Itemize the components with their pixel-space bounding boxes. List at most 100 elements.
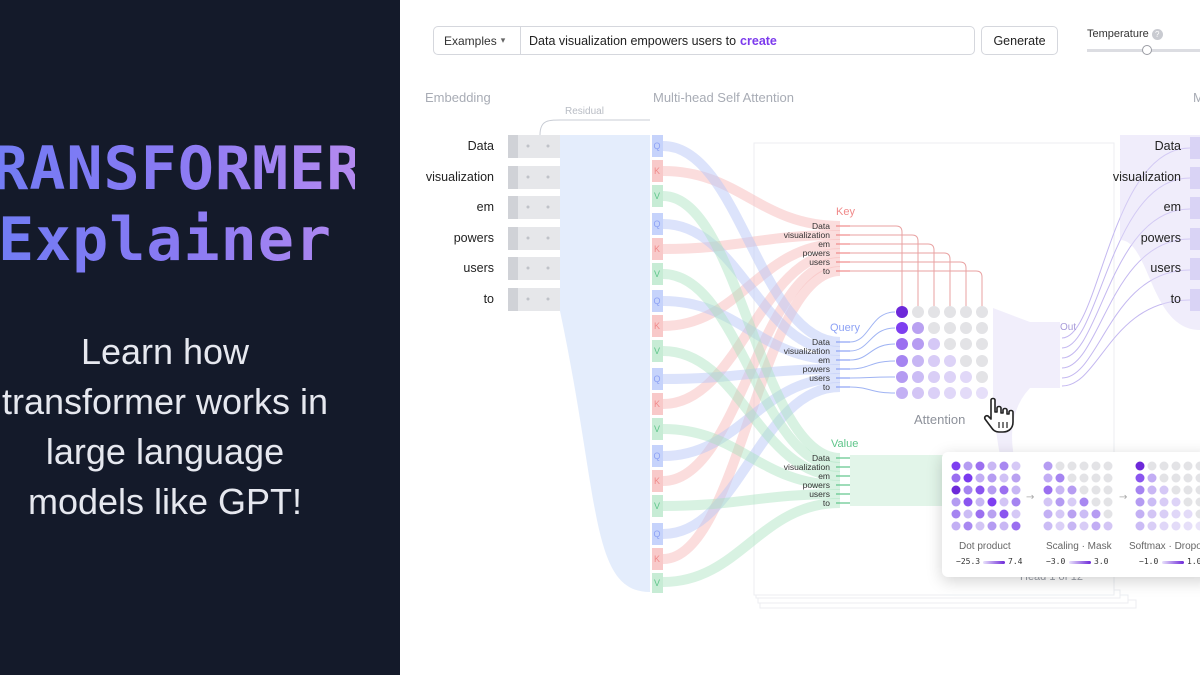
prompt-text: Data visualization empowers users to [529,33,737,48]
examples-label: Examples [444,33,497,48]
softmax-range-bar [1162,561,1184,564]
prompt-input[interactable]: Data visualization empowers users to cre… [520,26,975,55]
attention-detail-popup: → → Dot product Scaling · Mask Softmax ·… [942,452,1200,577]
token-label[interactable]: users [463,261,494,275]
svg-text:V: V [654,424,660,434]
scaling-mask-label: Scaling · Mask [1046,541,1112,552]
token-label[interactable]: visualization [425,170,494,184]
temperature-slider-thumb[interactable] [1142,45,1152,55]
scaling-mask-max: 3.0 [1094,557,1109,566]
key-token: visualization [783,230,830,240]
tagline: Learn how transformer works in large lan… [0,327,360,527]
attention-matrix[interactable] [896,306,988,399]
softmax-dropout-label: Softmax · Dropout [1129,541,1200,552]
scaling-mask-min: −3.0 [1046,557,1066,566]
token-label[interactable]: Data [467,139,494,153]
tagline-line-2: transformer works in [1,381,329,422]
svg-text:V: V [654,578,660,588]
arrow-right-icon: → [1119,492,1128,503]
hand-pointer-icon [983,397,1014,433]
output-token-label[interactable]: Data [1154,139,1181,153]
help-icon[interactable]: ? [1151,29,1163,40]
svg-text:V: V [654,501,660,511]
key-token: users [809,257,830,267]
scaling-mask-range-bar [1069,561,1091,564]
softmax-matrix [1135,461,1200,531]
key-token: Data [812,221,830,231]
value-token: to [822,498,830,508]
svg-text:V: V [654,191,660,201]
dot-product-range-bar [983,561,1005,564]
query-token: em [818,355,830,365]
svg-text:Q: Q [653,529,660,539]
tagline-line-1: Learn how [80,331,250,372]
right-token-vectors [1190,137,1200,311]
svg-text:K: K [654,244,660,254]
temperature-label-text: Temperature [1087,28,1149,40]
attention-label: Attention [914,412,966,427]
query-token: visualization [783,346,830,356]
svg-text:K: K [654,476,660,486]
value-token: visualization [783,462,830,472]
temperature-label: Temperature? [1087,28,1163,40]
value-token: users [809,489,830,499]
dot-product-min: −25.3 [956,557,981,566]
dot-product-max: 7.4 [1008,557,1023,566]
residual-label: Residual [565,106,604,117]
examples-dropdown[interactable]: Examples ▾ [433,26,521,55]
chevron-down-icon: ▾ [500,35,506,45]
out-label: Out [1060,322,1077,333]
tagline-line-4: models like GPT! [27,481,303,522]
output-token-label[interactable]: users [1150,261,1181,275]
key-token: em [818,239,830,249]
output-token-label[interactable]: powers [1140,231,1181,245]
svg-text:Q: Q [653,296,660,306]
hero-panel: TRANSFORMER Explainer Learn how transfor… [0,0,400,675]
query-token: Data [812,337,830,347]
query-token: users [809,373,830,383]
svg-text:K: K [654,321,660,331]
generate-button[interactable]: Generate [981,26,1058,55]
token-label[interactable]: em [476,200,494,214]
embedding-section-header: Embedding [425,90,491,105]
value-label: Value [831,438,859,450]
query-label: Query [830,322,860,334]
query-token: powers [802,364,830,374]
app-title-line-2: Explainer [0,205,365,275]
app-title-line-1: TRANSFORMER [0,134,362,204]
svg-text:Q: Q [653,374,660,384]
svg-text:Q: Q [653,141,660,151]
value-token: Data [812,453,830,463]
output-token-label[interactable]: to [1170,292,1181,306]
softmax-min: −1.0 [1139,557,1159,566]
dot-product-matrix [951,461,1021,531]
value-token: em [818,471,830,481]
output-token-label[interactable]: em [1163,200,1181,214]
query-token: to [822,382,830,392]
qkv-column: Q K V Q K V Q K V Q K V Q K V Q K V [652,135,663,593]
softmax-max: 1.0 [1187,557,1200,566]
embedding-flows [560,135,650,592]
arrow-right-icon: → [1026,492,1035,503]
value-token: powers [802,480,830,490]
tagline-line-3: large language [45,431,285,472]
svg-text:V: V [654,269,660,279]
key-token: to [822,266,830,276]
token-label[interactable]: powers [453,231,494,245]
attention-section-header: Multi-head Self Attention [653,90,794,105]
svg-text:K: K [654,554,660,564]
prompt-next-token: create [740,33,777,48]
value-flow [850,455,945,506]
key-token: powers [802,248,830,258]
svg-text:Q: Q [653,451,660,461]
token-label[interactable]: to [483,292,494,306]
scaling-mask-matrix [1043,461,1113,531]
svg-text:V: V [654,346,660,356]
key-to-matrix-lines [850,225,983,312]
output-token-label[interactable]: visualization [1112,170,1181,184]
svg-text:Q: Q [653,219,660,229]
svg-text:K: K [654,166,660,176]
popup-matrices [951,461,1200,531]
mlp-section-header: M [1193,90,1200,105]
svg-text:K: K [654,399,660,409]
